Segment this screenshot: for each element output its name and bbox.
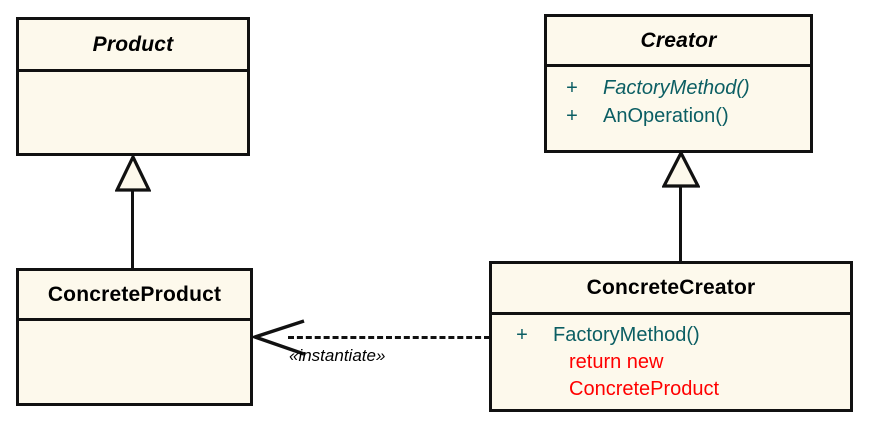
class-header-product: Product	[19, 20, 247, 72]
class-header-creator: Creator	[547, 17, 810, 67]
member-name: FactoryMethod()	[553, 324, 700, 346]
member-row[interactable]: + FactoryMethod()	[558, 74, 810, 102]
member-row[interactable]: + FactoryMethod()	[508, 321, 850, 349]
generalization-line-creator	[679, 185, 682, 263]
generalization-arrow-creator	[661, 149, 701, 188]
class-name-product: Product	[92, 32, 174, 56]
class-box-concrete-creator[interactable]: ConcreteCreator + FactoryMethod() return…	[489, 261, 853, 412]
dependency-line-instantiate	[288, 336, 490, 339]
class-header-concrete-product: ConcreteProduct	[19, 271, 250, 321]
class-name-concrete-product: ConcreteProduct	[47, 282, 222, 306]
class-members-concrete-creator: + FactoryMethod() return new ConcretePro…	[492, 315, 850, 412]
member-visibility: +	[516, 324, 528, 346]
class-header-concrete-creator: ConcreteCreator	[492, 264, 850, 315]
class-box-concrete-product[interactable]: ConcreteProduct	[16, 268, 253, 406]
class-box-product[interactable]: Product	[16, 17, 250, 156]
member-name: FactoryMethod()	[603, 77, 750, 99]
generalization-arrow-product	[114, 153, 152, 192]
member-name: AnOperation()	[603, 105, 729, 127]
dependency-label-instantiate: «instantiate»	[289, 346, 386, 365]
open-arrowhead-icon	[249, 319, 305, 356]
member-row[interactable]: + AnOperation()	[558, 102, 810, 130]
class-name-creator: Creator	[640, 28, 717, 52]
member-visibility: +	[566, 77, 578, 99]
member-code-line: ConcreteProduct	[569, 378, 720, 400]
member-code-line: return new	[569, 351, 664, 373]
class-name-concrete-creator: ConcreteCreator	[586, 276, 756, 299]
generalization-triangle-creator-icon	[661, 149, 701, 188]
class-members-concrete-product	[19, 321, 250, 406]
class-box-creator[interactable]: Creator + FactoryMethod() + AnOperation(…	[544, 14, 813, 153]
class-members-product	[19, 72, 247, 156]
dependency-arrowhead-instantiate	[249, 318, 308, 358]
generalization-line-product	[131, 189, 134, 269]
member-visibility: +	[566, 105, 578, 127]
generalization-triangle-product-icon	[114, 153, 152, 192]
class-members-creator: + FactoryMethod() + AnOperation()	[547, 67, 810, 153]
